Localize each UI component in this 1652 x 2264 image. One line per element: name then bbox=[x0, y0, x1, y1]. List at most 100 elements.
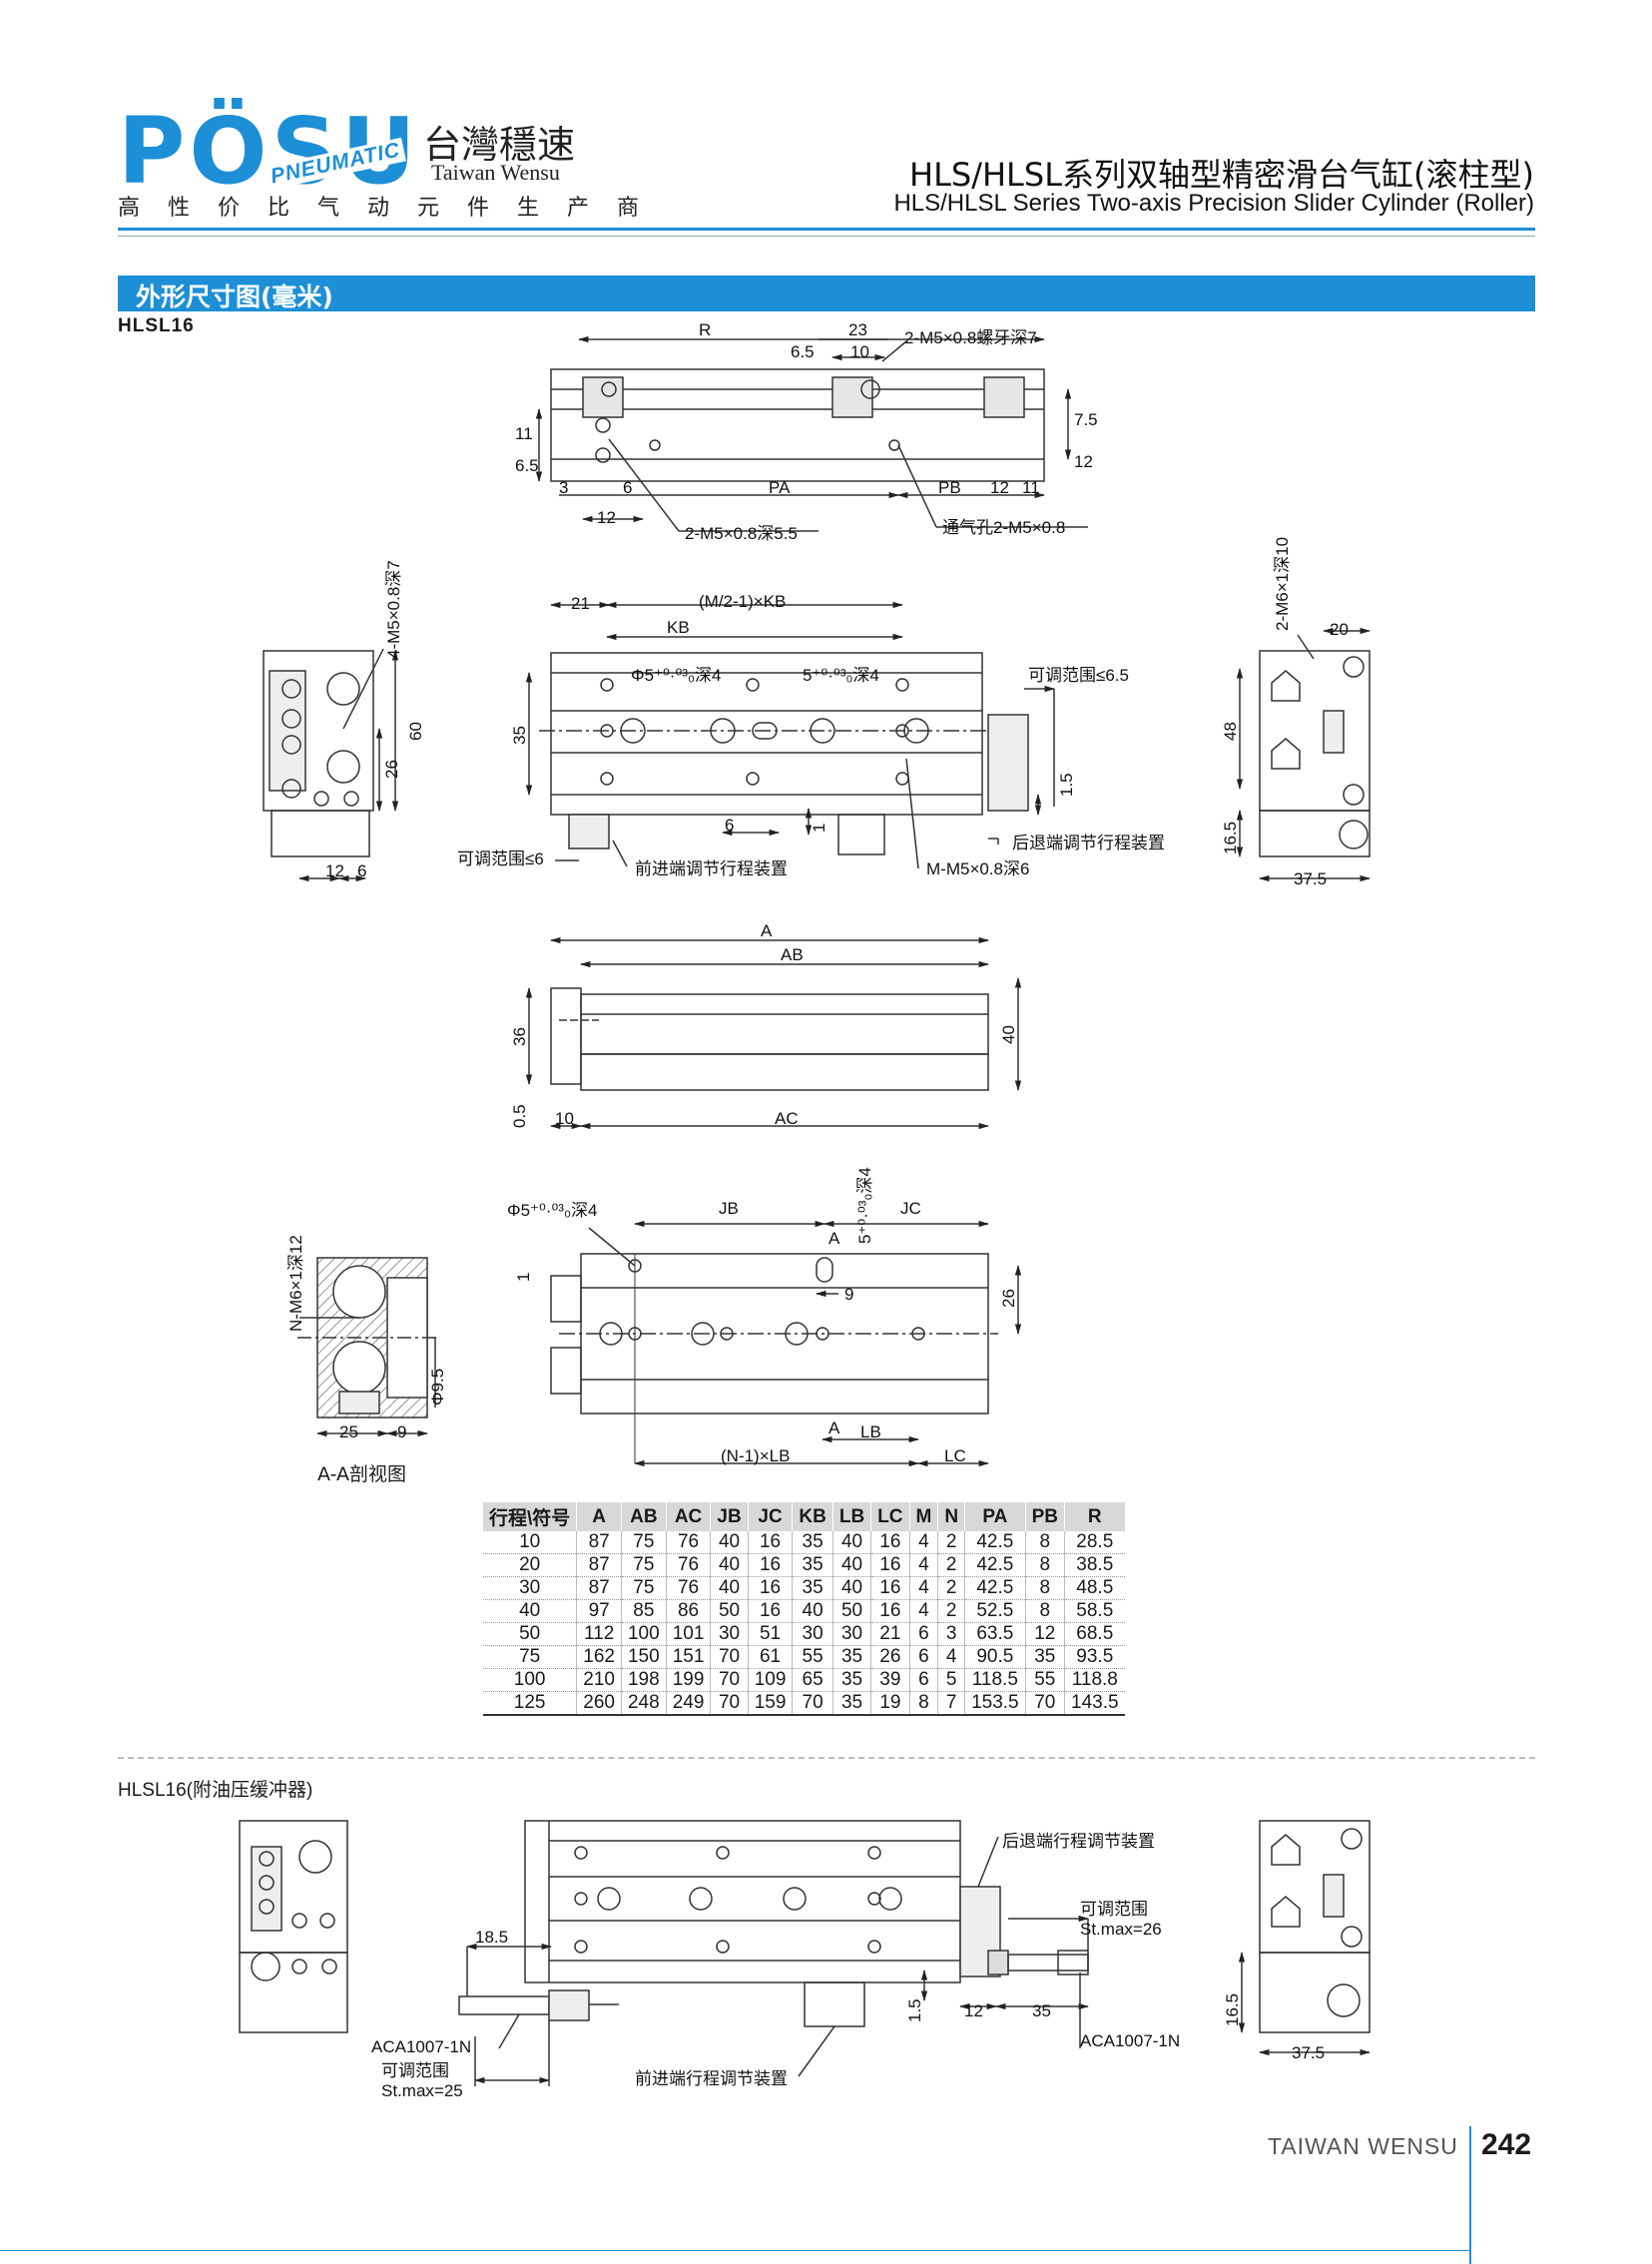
model-label: HLSL16 bbox=[118, 315, 195, 336]
table-cell: 51 bbox=[747, 1622, 793, 1646]
header-rule bbox=[118, 228, 1535, 231]
table-cell: 97 bbox=[576, 1599, 622, 1623]
table-header-cell: A bbox=[576, 1502, 622, 1531]
dim-6-5-v: 6.5 bbox=[515, 456, 539, 475]
table-header-cell: JC bbox=[747, 1502, 793, 1531]
section-title: 外形尺寸图(毫米) bbox=[136, 283, 333, 311]
dim-1-5: 1.5 bbox=[1057, 773, 1076, 797]
dim-hole: 2-M5×0.8深5.5 bbox=[685, 524, 798, 543]
dim-10: 10 bbox=[850, 342, 869, 361]
table-cell: 40 bbox=[710, 1576, 749, 1600]
table-cell: 40 bbox=[792, 1599, 833, 1623]
top-view bbox=[535, 335, 1088, 532]
table-cell: 198 bbox=[620, 1668, 667, 1692]
dim-bottom-phi: Φ5⁺⁰·⁰³₀深4 bbox=[507, 1201, 597, 1220]
dim-6-5: 6.5 bbox=[791, 342, 815, 361]
dim-bottom-26: 26 bbox=[999, 1289, 1018, 1308]
table-cell: 35 bbox=[831, 1645, 871, 1669]
footer-brand: TAIWAN WENSU bbox=[1268, 2133, 1458, 2159]
table-cell: 48.5 bbox=[1064, 1576, 1125, 1600]
table-header-cell: M bbox=[908, 1502, 938, 1531]
bottom-view-labels: Φ5⁺⁰·⁰³₀深4 JB 5⁺⁰·⁰³₀深4 JC A 1 9 26 A LB… bbox=[507, 1167, 1018, 1465]
top-view-labels: R 23 6.5 10 2-M5×0.8螺牙深7 7.5 12 6.5 11 3… bbox=[515, 320, 1098, 543]
table-cell: 86 bbox=[665, 1599, 711, 1623]
table-cell: 70 bbox=[1024, 1691, 1065, 1716]
dim-slot: 5⁺⁰·⁰³₀深4 bbox=[803, 666, 879, 685]
dim-37-5: 37.5 bbox=[1294, 869, 1327, 888]
table-cell: 100 bbox=[620, 1622, 667, 1646]
dim-AC: AC bbox=[775, 1109, 799, 1128]
dim-adj-6-5: 可调范围≤6.5 bbox=[1028, 666, 1129, 685]
header-rule-thin bbox=[118, 236, 1535, 237]
table-cell: 16 bbox=[870, 1599, 909, 1623]
dim-left-6: 6 bbox=[357, 861, 366, 880]
dim-front-adjust: 前进端调节行程装置 bbox=[635, 859, 788, 878]
table-cell: 6 bbox=[908, 1645, 938, 1669]
table-cell: 76 bbox=[665, 1576, 711, 1600]
table-cell: 260 bbox=[576, 1691, 622, 1716]
logo-chinese: 台灣穩速 bbox=[423, 123, 576, 167]
table-cell: 40 bbox=[831, 1576, 871, 1600]
right-end-labels: 2-M6×1深10 20 48 16.5 37.5 bbox=[1221, 537, 1349, 888]
table-cell: 40 bbox=[831, 1553, 871, 1577]
table-cell: 162 bbox=[576, 1645, 622, 1669]
left-end-view bbox=[263, 648, 399, 882]
dim-12: 12 bbox=[990, 478, 1009, 497]
dim-right-thread: 2-M6×1深10 bbox=[1273, 537, 1292, 631]
table-header-cell: KB bbox=[792, 1502, 833, 1531]
table-cell: 6 bbox=[908, 1668, 938, 1692]
right-end-view bbox=[1236, 627, 1372, 882]
table-cell: 4 bbox=[908, 1531, 938, 1554]
dim-11: 11 bbox=[1022, 478, 1040, 497]
table-cell: 199 bbox=[665, 1668, 711, 1692]
table-cell: 70 bbox=[792, 1691, 833, 1716]
table-cell: 87 bbox=[576, 1531, 622, 1554]
dim-26: 26 bbox=[382, 760, 401, 779]
dim-R: R bbox=[699, 320, 711, 339]
table-header-cell: 行程\符号 bbox=[483, 1502, 577, 1531]
dim-KB: KB bbox=[667, 618, 690, 637]
table-cell: 38.5 bbox=[1064, 1553, 1125, 1577]
table-cell: 75 bbox=[620, 1576, 667, 1600]
dim-JB: JB bbox=[719, 1199, 739, 1218]
table-cell: 68.5 bbox=[1064, 1622, 1125, 1646]
table-cell: 210 bbox=[576, 1668, 622, 1692]
dim-60: 60 bbox=[406, 722, 425, 741]
dim-23: 23 bbox=[848, 320, 867, 339]
dim-PB: PB bbox=[938, 478, 961, 497]
dim-7-5: 7.5 bbox=[1074, 410, 1098, 429]
dim-phi5: Φ5⁺⁰·⁰³₀深4 bbox=[631, 666, 721, 685]
table-cell: 6 bbox=[908, 1622, 938, 1646]
section-aa bbox=[297, 1257, 439, 1437]
table-cell: 21 bbox=[870, 1622, 909, 1646]
table-cell: 42.5 bbox=[964, 1531, 1026, 1554]
table-cell: 16 bbox=[747, 1599, 793, 1623]
table-cell: 50 bbox=[710, 1599, 749, 1623]
table-cell: 4 bbox=[908, 1553, 938, 1577]
dim-3: 3 bbox=[559, 478, 568, 497]
side-view-labels: A AB 36 40 0.5 10 AC bbox=[510, 921, 1018, 1128]
table-cell: 75 bbox=[620, 1553, 667, 1577]
table-cell: 8 bbox=[1024, 1599, 1065, 1623]
table-cell: 39 bbox=[870, 1668, 909, 1692]
table-cell: 30 bbox=[831, 1622, 871, 1646]
table-cell: 153.5 bbox=[964, 1691, 1026, 1716]
table-cell: 150 bbox=[620, 1645, 667, 1669]
footer-rule bbox=[0, 2250, 1469, 2251]
table-cell: 30 bbox=[483, 1576, 577, 1600]
dim-JC: JC bbox=[900, 1199, 921, 1218]
table-cell: 30 bbox=[710, 1622, 749, 1646]
buf-stmax25: St.max=25 bbox=[381, 2081, 463, 2100]
tagline: 高性价比气动元件生产商 bbox=[118, 196, 668, 221]
table-cell: 2 bbox=[937, 1576, 965, 1600]
table-cell: 12 bbox=[1024, 1622, 1065, 1646]
table-cell: 58.5 bbox=[1064, 1599, 1125, 1623]
table-cell: 4 bbox=[908, 1599, 938, 1623]
